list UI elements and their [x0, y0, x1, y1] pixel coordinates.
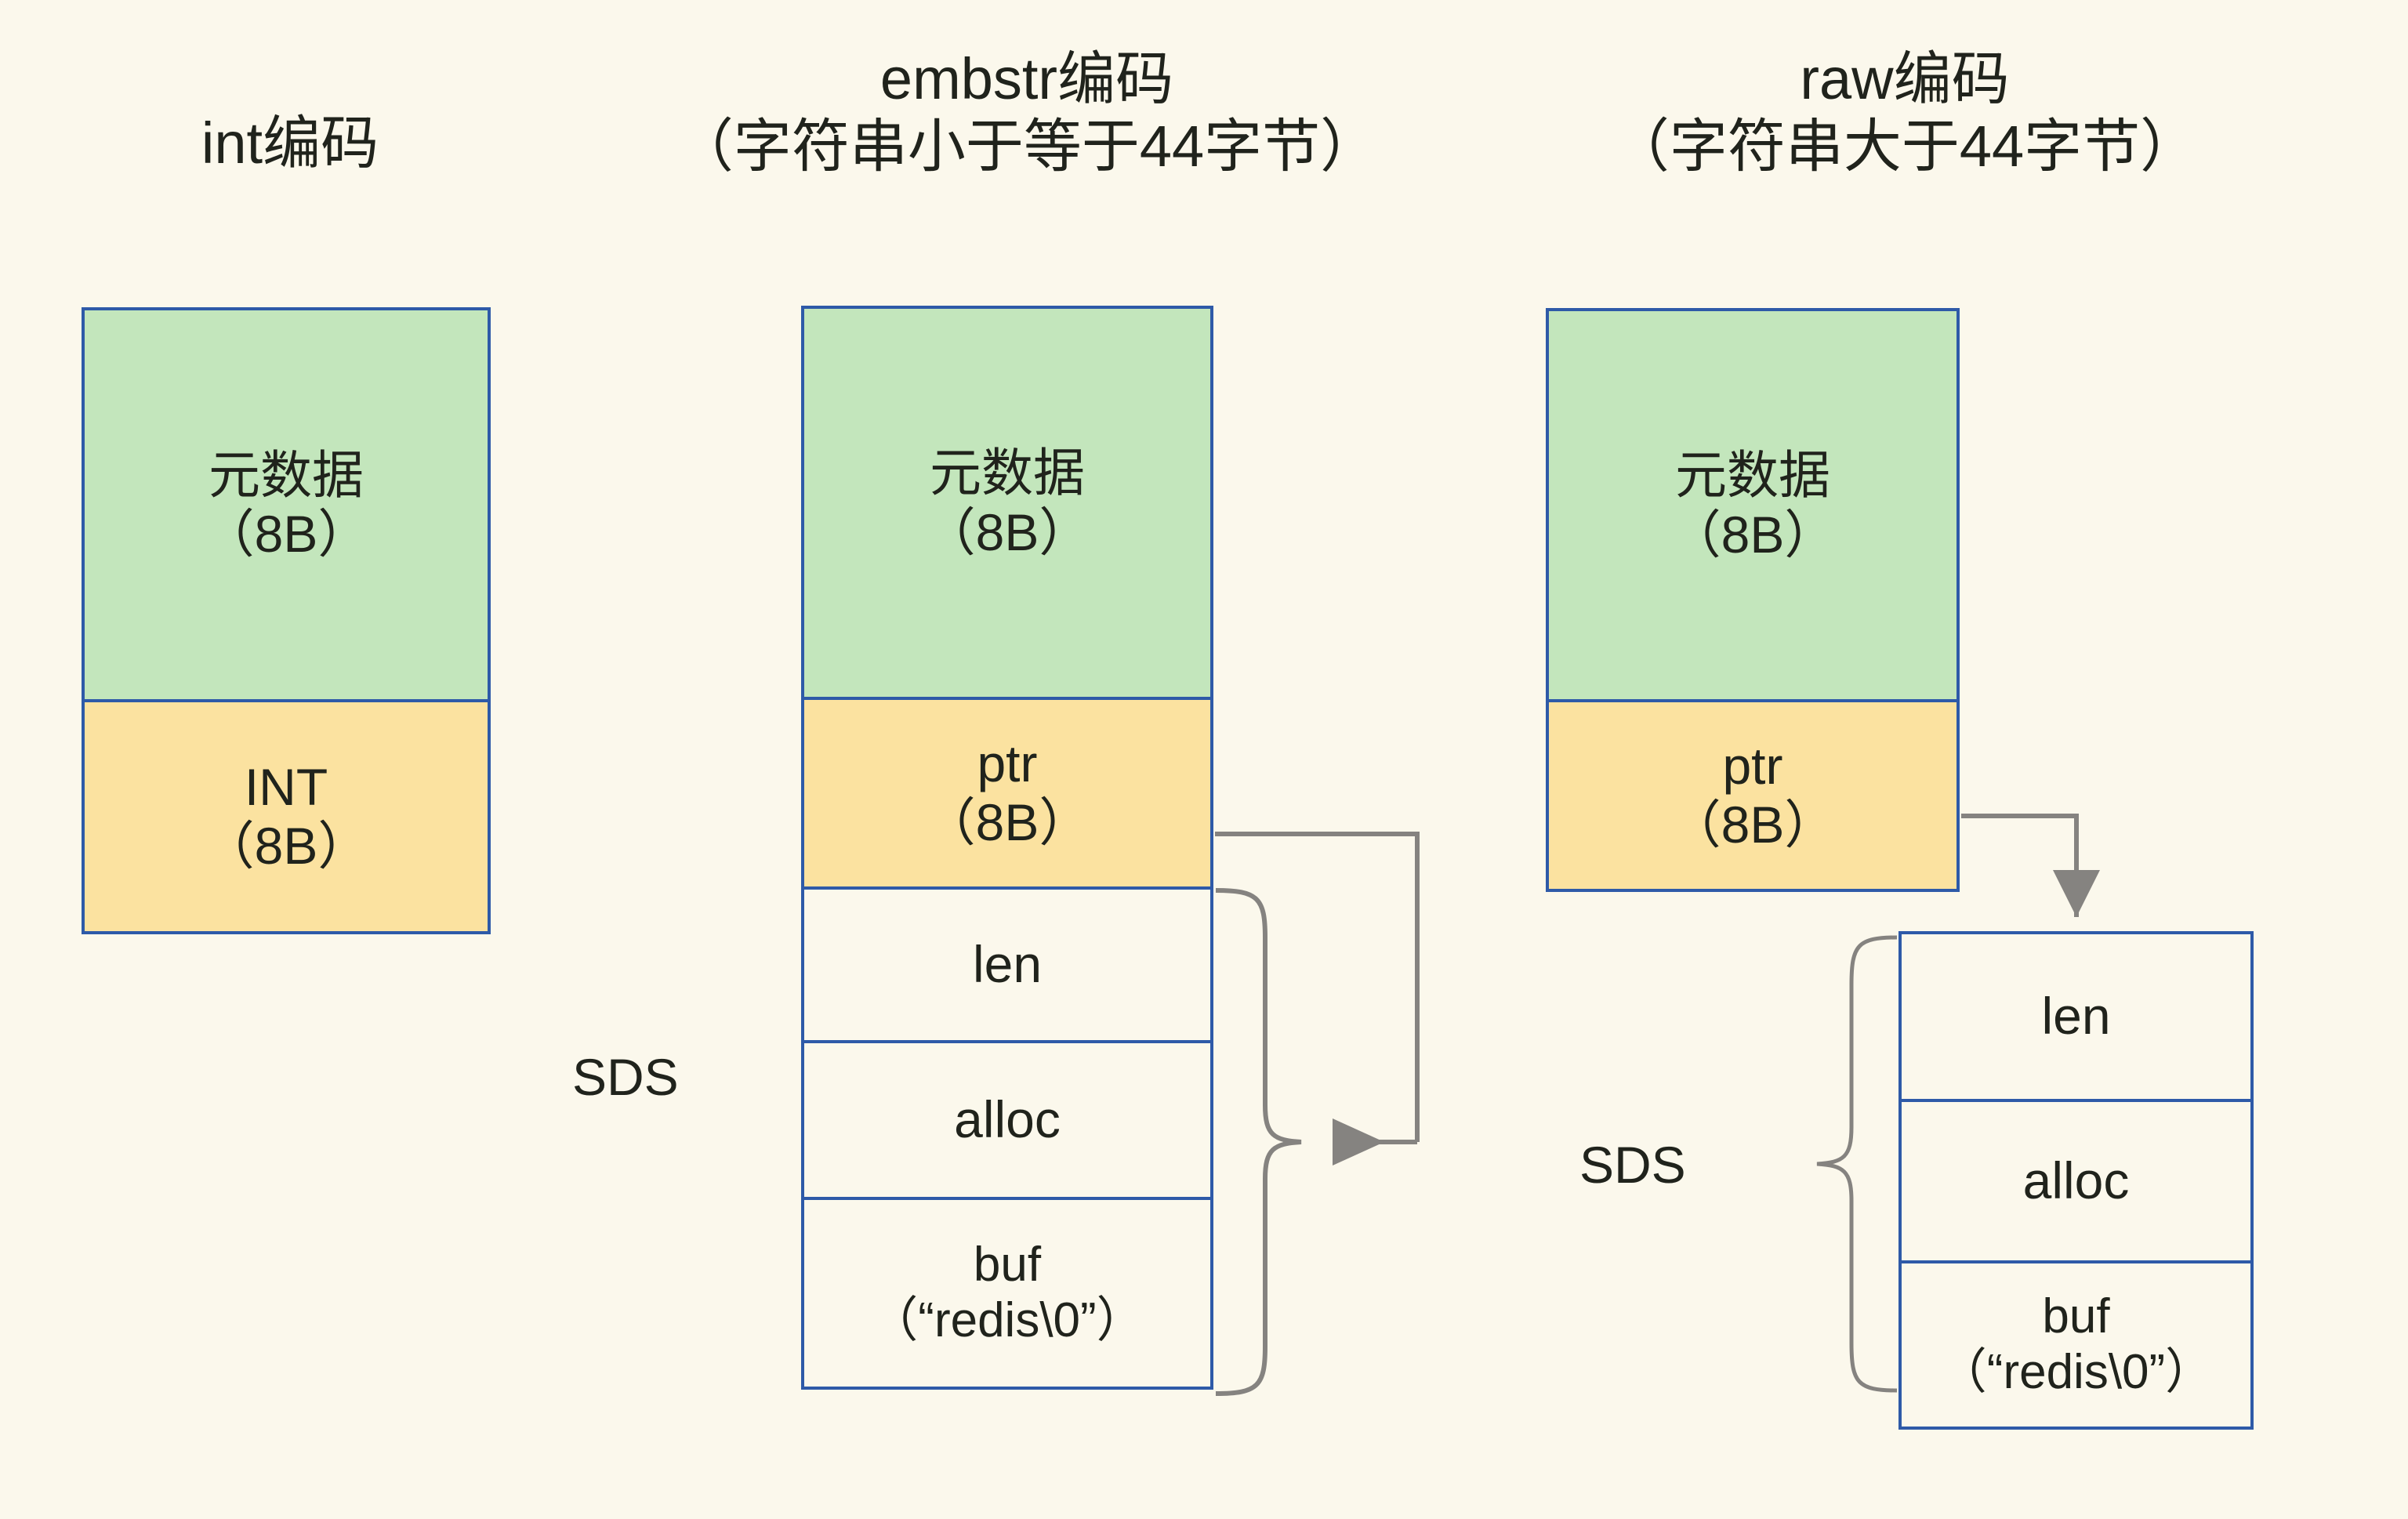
embstr-alloc-cell: alloc: [801, 1043, 1213, 1200]
raw-ptr-cell: ptr （8B）: [1546, 702, 1960, 892]
column-title-embstr: embstr编码 （字符串小于等于44字节）: [675, 46, 1379, 179]
raw-metadata-cell: 元数据 （8B）: [1546, 308, 1960, 702]
raw-buf-cell: buf （“redis\0”）: [1898, 1263, 2254, 1430]
embstr-ptr-cell: ptr （8B）: [801, 700, 1213, 890]
column-title-int: int编码: [201, 111, 379, 176]
embstr-sds-brace: [1215, 888, 1302, 1396]
raw-len-cell: len: [1898, 931, 2254, 1102]
embstr-sds-label: SDS: [572, 1048, 679, 1106]
column-title-raw: raw编码 （字符串大于44字节）: [1611, 46, 2199, 179]
embstr-buf-cell: buf （“redis\0”）: [801, 1200, 1213, 1390]
raw-sds-brace: [1816, 935, 1898, 1393]
raw-alloc-cell: alloc: [1898, 1102, 2254, 1263]
embstr-metadata-cell: 元数据 （8B）: [801, 306, 1213, 700]
raw-ptr-connector-line: [1961, 814, 2100, 917]
embstr-len-cell: len: [801, 890, 1213, 1043]
embstr-ptr-connector-line: [1215, 832, 1420, 1142]
int-metadata-cell: 元数据 （8B）: [82, 307, 491, 702]
int-value-cell: INT （8B）: [82, 702, 491, 934]
raw-sds-label: SDS: [1579, 1136, 1686, 1194]
